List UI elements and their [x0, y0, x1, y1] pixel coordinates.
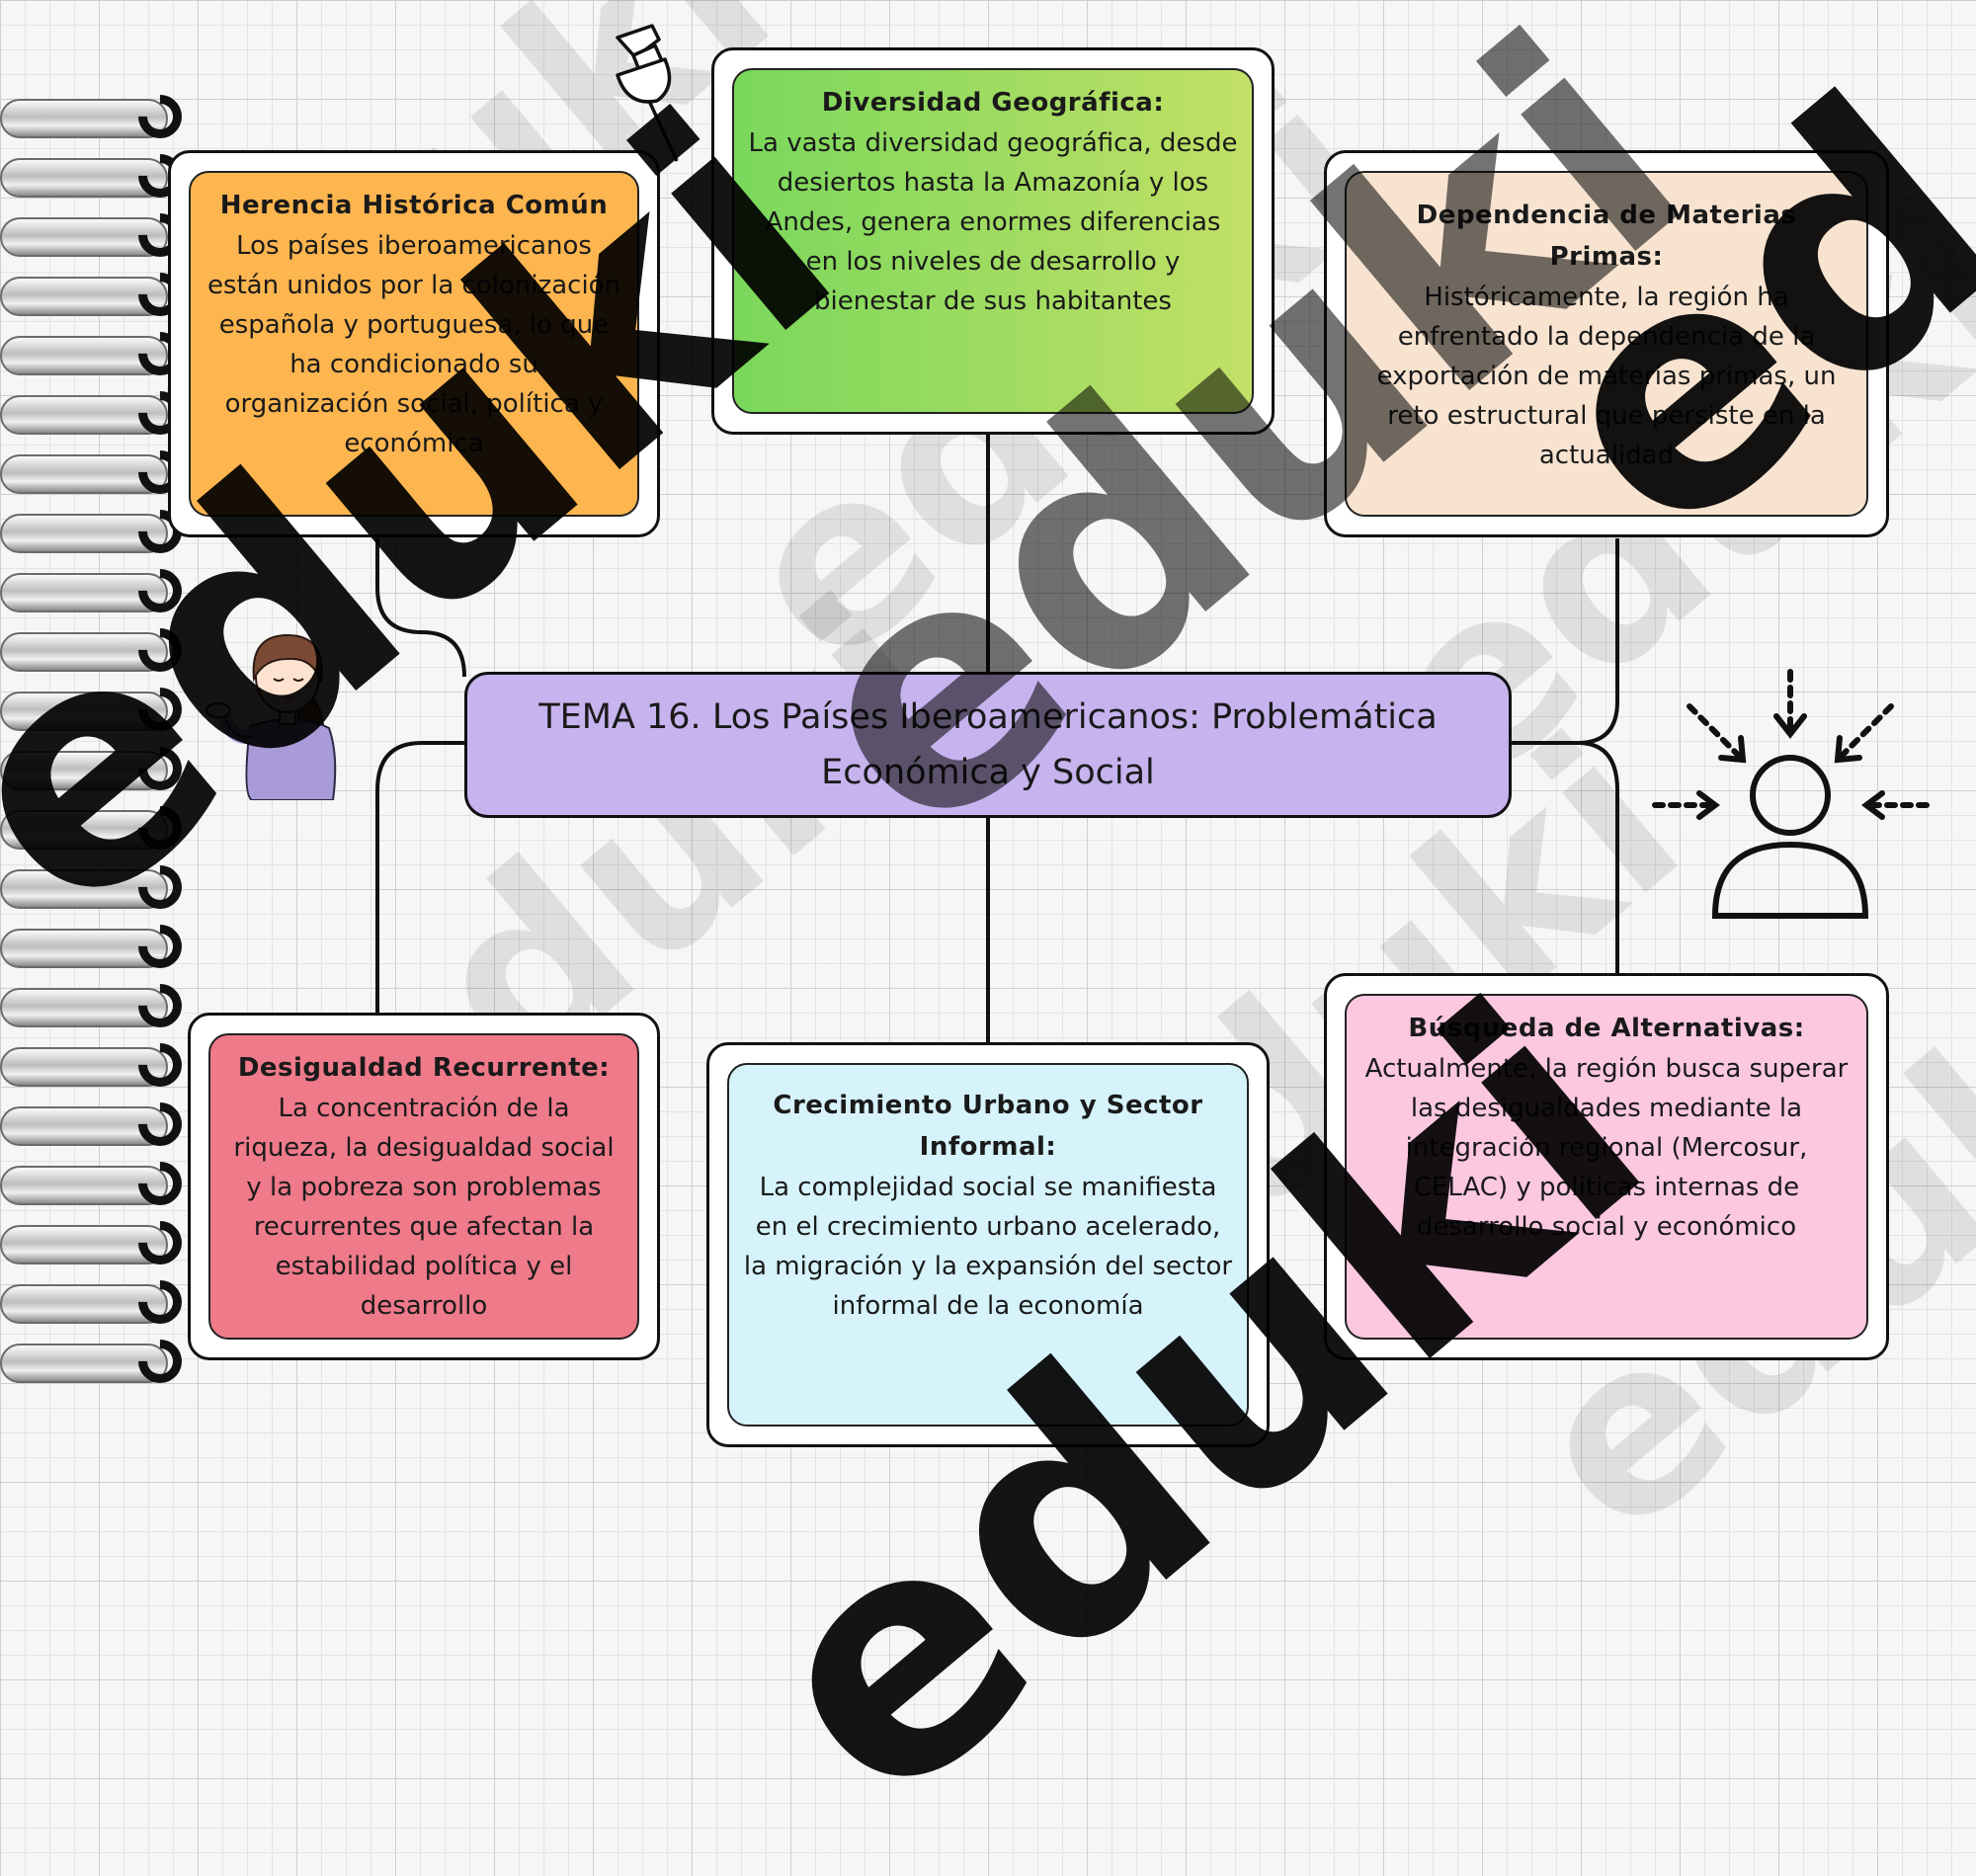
spiral-ring [0, 277, 168, 316]
spiral-ring [0, 217, 168, 257]
dependencia-materias-primas-content: Dependencia de Materias Primas: Históric… [1345, 171, 1868, 517]
central-topic-line2: Económica y Social [821, 753, 1155, 792]
focus-person-icon [1652, 669, 1930, 919]
desigualdad-recurrente-body: La concentración de la riqueza, la desig… [233, 1094, 615, 1321]
busqueda-alternativas-card: Búsqueda de Alternativas: Actualmente, l… [1324, 973, 1889, 1360]
diversidad-geografica-body: La vasta diversidad geográfica, desde de… [748, 128, 1238, 316]
spiral-ring [0, 988, 168, 1027]
desigualdad-recurrente-title: Desigualdad Recurrente: [237, 1053, 611, 1083]
dependencia-materias-primas-body: Históricamente, la región ha enfrentado … [1376, 283, 1837, 470]
dependencia-materias-primas-title: Dependencia de Materias Primas: [1416, 201, 1797, 272]
spiral-ring [0, 514, 168, 553]
central-topic: TEMA 16. Los Países Iberoamericanos: Pro… [464, 672, 1512, 818]
desigualdad-recurrente-card: Desigualdad Recurrente: La concentración… [188, 1013, 660, 1360]
spiral-ring [0, 395, 168, 435]
herencia-historica-card: Herencia Histórica Común Los países iber… [168, 150, 660, 537]
diversidad-geografica-content: Diversidad Geográfica: La vasta diversid… [732, 68, 1254, 414]
spiral-ring [0, 454, 168, 494]
diversidad-geografica-card: Diversidad Geográfica: La vasta diversid… [711, 47, 1275, 435]
central-topic-line1: TEMA 16. Los Países Iberoamericanos: Pro… [538, 697, 1438, 737]
dependencia-materias-primas-card: Dependencia de Materias Primas: Históric… [1324, 150, 1889, 537]
connector-lines [375, 425, 1619, 1042]
spiral-ring [0, 692, 168, 731]
spiral-ring [0, 929, 168, 968]
diversidad-geografica-title: Diversidad Geográfica: [821, 88, 1165, 118]
crecimiento-urbano-content: Crecimiento Urbano y Sector Informal: La… [727, 1063, 1249, 1427]
spiral-ring [0, 1106, 168, 1146]
busqueda-alternativas-body: Actualmente, la región busca superar las… [1364, 1054, 1849, 1242]
herencia-historica-body: Los países iberoamericanos están unidos … [206, 231, 621, 458]
spiral-ring [0, 1344, 168, 1383]
spiral-ring [0, 1225, 168, 1264]
spiral-ring [0, 573, 168, 612]
crecimiento-urbano-card: Crecimiento Urbano y Sector Informal: La… [706, 1042, 1270, 1447]
spiral-ring [0, 1047, 168, 1087]
busqueda-alternativas-content: Búsqueda de Alternativas: Actualmente, l… [1345, 994, 1868, 1340]
herencia-historica-content: Herencia Histórica Común Los países iber… [189, 171, 639, 517]
spiral-ring [0, 1166, 168, 1205]
herencia-historica-title: Herencia Histórica Común [219, 191, 609, 220]
spiral-ring [0, 99, 168, 138]
spiral-ring [0, 869, 168, 909]
spiral-ring [0, 158, 168, 198]
spiral-ring [0, 1284, 168, 1324]
crecimiento-urbano-body: La complejidad social se manifiesta en e… [743, 1173, 1233, 1321]
spiral-ring [0, 751, 168, 790]
pushpin-icon [616, 24, 679, 162]
spiral-ring [0, 632, 168, 672]
spiral-ring [0, 336, 168, 375]
busqueda-alternativas-title: Búsqueda de Alternativas: [1408, 1014, 1805, 1043]
crecimiento-urbano-title: Crecimiento Urbano y Sector Informal: [773, 1091, 1203, 1162]
spiral-ring [0, 810, 168, 850]
desigualdad-recurrente-content: Desigualdad Recurrente: La concentración… [208, 1033, 639, 1340]
girl-presenting-illustration [206, 633, 337, 800]
